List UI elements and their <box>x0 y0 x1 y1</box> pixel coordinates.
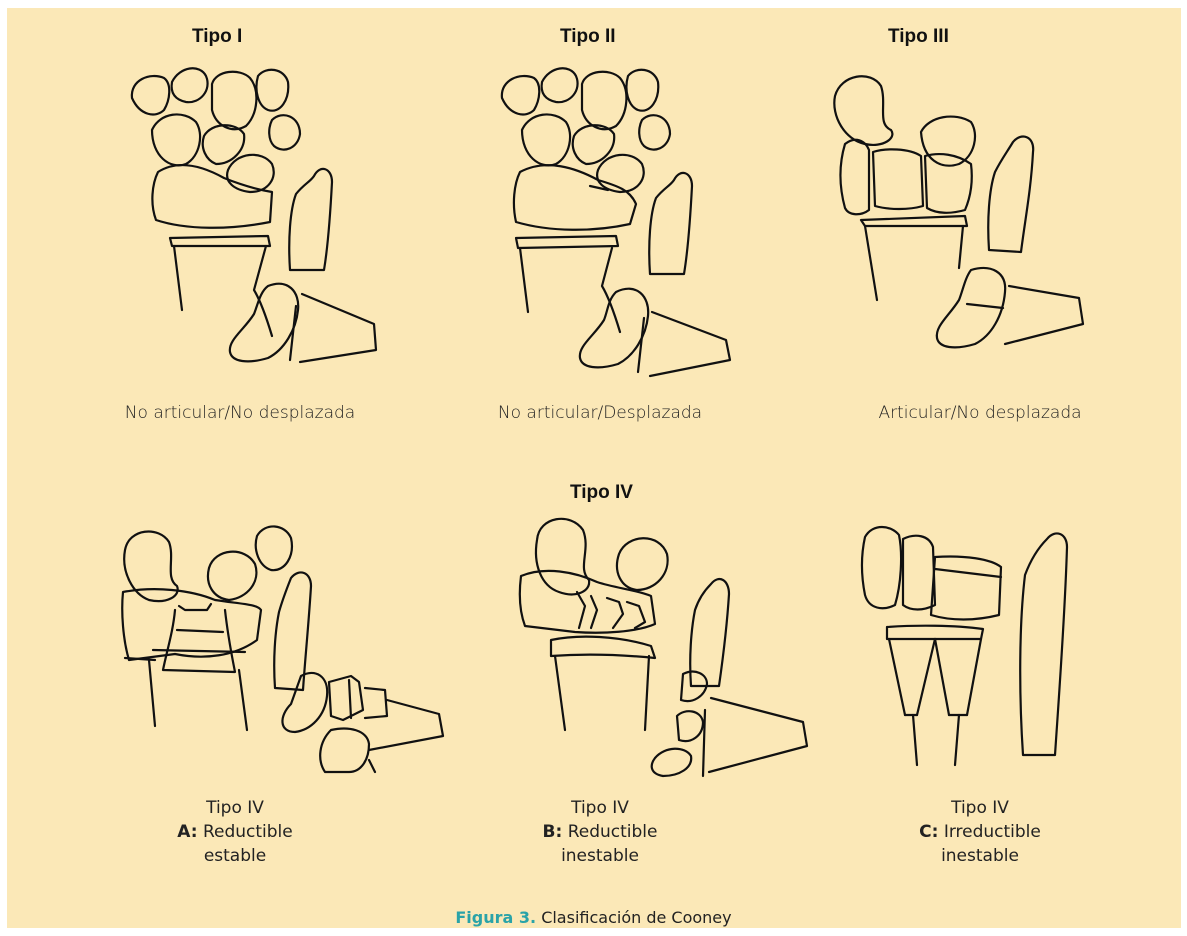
caption-tipo-iii: Articular/No desplazada <box>860 403 1100 423</box>
caption-tipo-iv-c-type: Tipo IV <box>885 796 1075 820</box>
wrist-drawing-tipo-iv-a <box>115 520 455 800</box>
reductible-a: Reductible <box>203 822 293 842</box>
heading-tipo-iii: Tipo III <box>888 26 949 48</box>
letter-b: B: <box>543 822 563 842</box>
wrist-drawing-tipo-iv-c <box>855 515 1085 775</box>
figure-title: Clasificación de Cooney <box>541 908 731 927</box>
caption-tipo-iv-c: Tipo IV C: Irreductible inestable <box>885 796 1075 868</box>
caption-tipo-ii: No articular/Desplazada <box>470 403 730 423</box>
heading-tipo-iv: Tipo IV <box>570 482 633 504</box>
caption-tipo-iv-a-line1: A: Reductible <box>140 820 330 844</box>
caption-tipo-iv-a-line2: estable <box>140 844 330 868</box>
letter-a: A: <box>177 822 197 842</box>
wrist-drawing-tipo-iii <box>825 60 1095 360</box>
heading-tipo-i: Tipo I <box>192 26 242 48</box>
letter-c: C: <box>919 822 938 842</box>
reductible-b: Reductible <box>568 822 658 842</box>
caption-tipo-iv-c-line1: C: Irreductible <box>885 820 1075 844</box>
caption-tipo-iv-b: Tipo IV B: Reductible inestable <box>505 796 695 868</box>
figure-caption: Figura 3. Clasificación de Cooney <box>0 908 1187 927</box>
caption-tipo-iv-a-type: Tipo IV <box>140 796 330 820</box>
caption-tipo-iv-b-type: Tipo IV <box>505 796 695 820</box>
caption-tipo-iv-c-line2: inestable <box>885 844 1075 868</box>
caption-tipo-iv-b-line1: B: Reductible <box>505 820 695 844</box>
heading-tipo-ii: Tipo II <box>560 26 616 48</box>
caption-tipo-iv-b-line2: inestable <box>505 844 695 868</box>
caption-tipo-iv-a: Tipo IV A: Reductible estable <box>140 796 330 868</box>
wrist-drawing-tipo-ii <box>490 60 750 390</box>
wrist-drawing-tipo-iv-b <box>515 510 825 790</box>
figure-label: Figura 3. <box>455 908 536 927</box>
wrist-drawing-tipo-i <box>120 60 380 380</box>
irreductible-c: Irreductible <box>944 822 1041 842</box>
caption-tipo-i: No articular/No desplazada <box>100 403 380 423</box>
